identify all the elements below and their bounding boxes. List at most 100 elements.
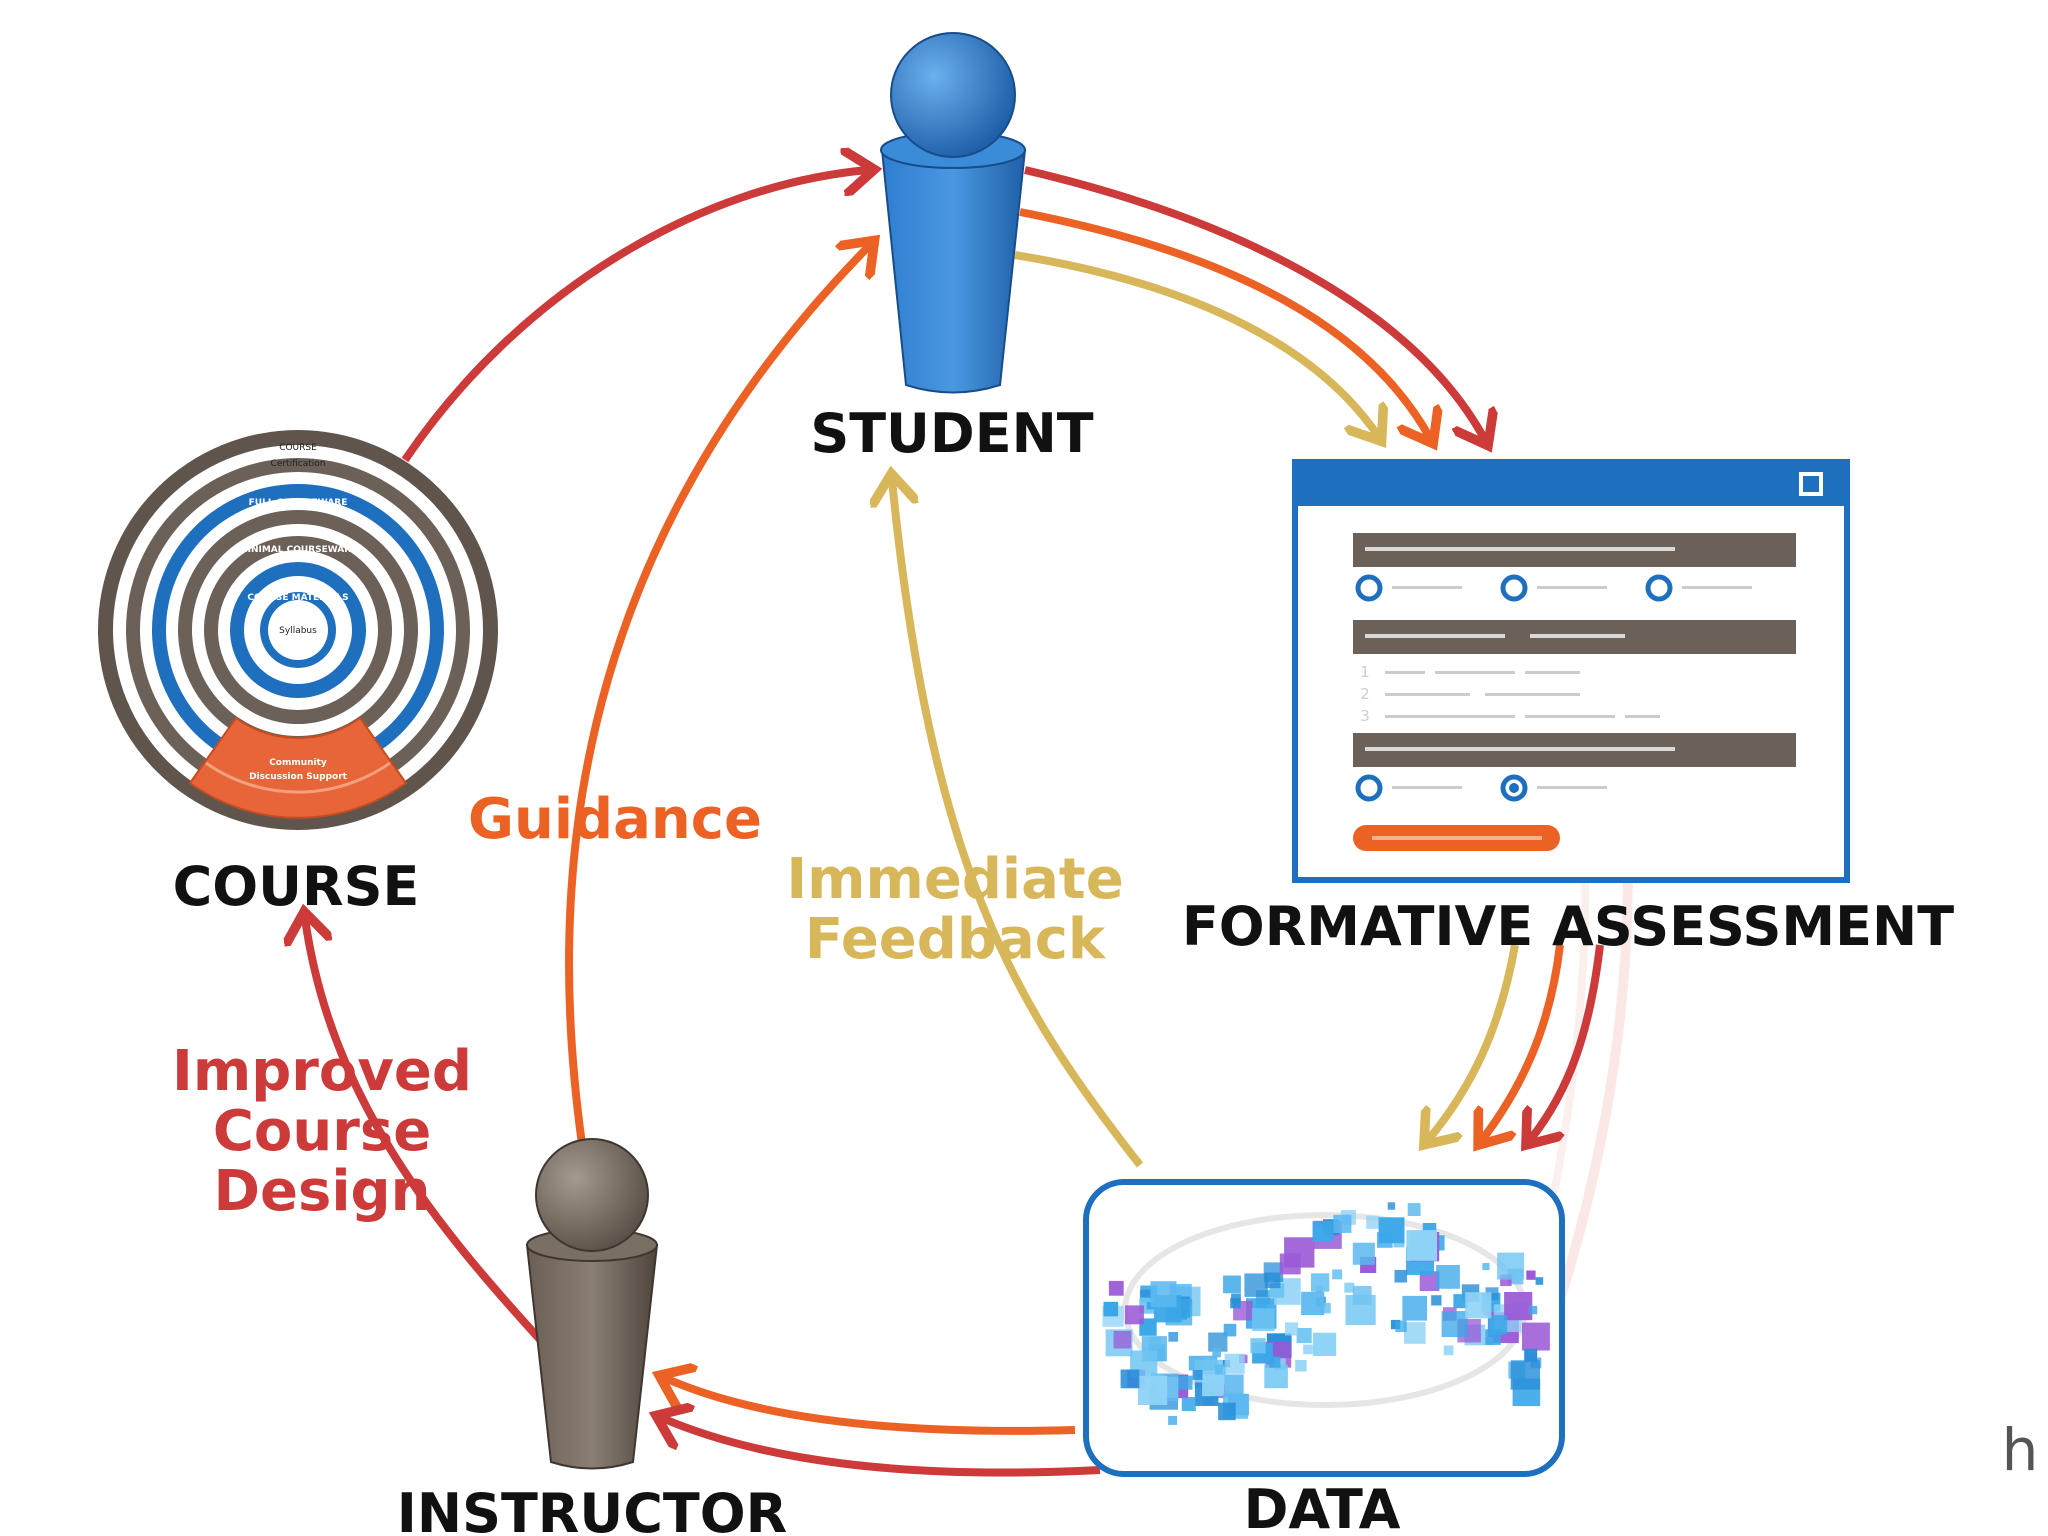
watermark-fragment: h xyxy=(2002,1416,2039,1484)
data-point-square xyxy=(1223,1275,1241,1294)
data-point-square xyxy=(1535,1277,1544,1285)
data-point-square xyxy=(1320,1302,1331,1314)
data-point-square xyxy=(1312,1332,1337,1356)
data-point-square xyxy=(1192,1370,1203,1380)
data-point-square xyxy=(1202,1374,1225,1397)
data-point-square xyxy=(1279,1253,1301,1275)
radio-option xyxy=(1645,574,1673,602)
data-point-square xyxy=(1378,1217,1405,1244)
data-point-square xyxy=(1482,1263,1490,1271)
data-point-square xyxy=(1522,1322,1550,1351)
assessment-titlebar xyxy=(1295,462,1847,506)
data-point-square xyxy=(1168,1332,1179,1342)
arrow-assessment-to-data-red xyxy=(1530,944,1604,1140)
arrow-student-to-assessment-gold xyxy=(1014,251,1378,436)
data-point-square xyxy=(1487,1315,1508,1335)
list-number-2: 2 xyxy=(1360,685,1370,703)
data-point-square xyxy=(1103,1301,1119,1317)
data-point-square xyxy=(1453,1294,1468,1309)
student-head xyxy=(890,32,1016,158)
arrow-course-to-student xyxy=(401,170,868,463)
ring-course-materials-text: COURSE MATERIALS xyxy=(247,593,348,603)
data-point-square xyxy=(1526,1270,1536,1280)
list-number-1: 1 xyxy=(1360,663,1370,681)
data-point-square xyxy=(1436,1265,1460,1289)
data-point-square xyxy=(1296,1328,1312,1344)
student-body xyxy=(880,149,1027,394)
ring-course-text: COURSE xyxy=(279,443,317,453)
improved-design-label-line3: Design xyxy=(214,1159,431,1224)
instructor-head xyxy=(535,1138,649,1252)
data-point-square xyxy=(1528,1305,1538,1315)
data-point-square xyxy=(1431,1295,1442,1306)
data-point-square xyxy=(1402,1295,1428,1321)
data-point-square xyxy=(1332,1269,1343,1280)
arrow-assessment-to-data-gold xyxy=(1428,944,1519,1140)
data-point-square xyxy=(1139,1289,1152,1302)
arrow-student-to-assessment-red xyxy=(1024,166,1485,440)
data-point-square xyxy=(1269,1356,1281,1368)
data-point-square xyxy=(1352,1242,1375,1265)
data-point-square xyxy=(1264,1364,1288,1389)
data-scatter xyxy=(1102,1202,1550,1425)
data-point-square xyxy=(1510,1360,1540,1390)
ring-community-text-2: Discussion Support xyxy=(249,772,348,782)
data-point-square xyxy=(1218,1402,1236,1421)
window-maximize-icon xyxy=(1799,472,1823,496)
data-box xyxy=(1083,1179,1565,1477)
data-point-square xyxy=(1345,1294,1376,1326)
data-point-square xyxy=(1312,1221,1333,1242)
data-point-square xyxy=(1465,1292,1492,1319)
data-point-square xyxy=(1333,1214,1352,1233)
instructor-label: INSTRUCTOR xyxy=(397,1482,787,1536)
data-point-square xyxy=(1395,1320,1407,1332)
data-point-square xyxy=(1113,1330,1132,1349)
data-point-square xyxy=(1220,1374,1244,1398)
student-figure xyxy=(880,32,1027,394)
radio-option xyxy=(1355,574,1383,602)
data-point-square xyxy=(1504,1292,1533,1321)
ring-community-text-1: Community xyxy=(269,758,327,768)
data-point-square xyxy=(1311,1273,1330,1292)
data-point-square xyxy=(1230,1297,1241,1309)
course-rings-icon xyxy=(98,430,498,830)
data-point-square xyxy=(1168,1415,1178,1425)
data-point-square xyxy=(1366,1215,1380,1229)
arrow-improved-design xyxy=(305,918,548,1348)
data-point-square xyxy=(1138,1375,1168,1405)
data-point-square xyxy=(1301,1291,1325,1315)
data-label: DATA xyxy=(1244,1478,1401,1536)
data-point-square xyxy=(1125,1305,1144,1325)
data-point-square xyxy=(1208,1332,1228,1352)
data-point-square xyxy=(1441,1311,1468,1338)
arrow-immediate-feedback xyxy=(892,480,1144,1168)
arrow-guidance xyxy=(565,245,870,1166)
data-point-square xyxy=(1443,1345,1454,1356)
ring-full-courseware-text: FULL COURSEWARE xyxy=(249,498,348,508)
data-point-square xyxy=(1150,1281,1177,1308)
improved-design-label-line2: Course xyxy=(213,1099,431,1164)
guidance-label: Guidance xyxy=(468,787,762,852)
data-point-square xyxy=(1407,1203,1421,1216)
course-label: COURSE xyxy=(173,855,420,918)
arrow-assessment-to-data-orange xyxy=(1482,944,1564,1140)
data-point-square xyxy=(1387,1202,1396,1210)
data-point-square xyxy=(1251,1308,1275,1331)
data-point-square xyxy=(1146,1302,1154,1310)
data-point-square xyxy=(1178,1375,1193,1390)
data-point-square xyxy=(1181,1397,1196,1412)
data-point-square xyxy=(1295,1360,1307,1372)
arrow-data-to-instructor-orange xyxy=(665,1378,1076,1435)
student-label: STUDENT xyxy=(810,402,1093,465)
improved-design-label-line1: Improved xyxy=(172,1039,472,1104)
arrow-data-to-instructor-red xyxy=(662,1418,1101,1477)
community-sector xyxy=(188,716,408,819)
data-point-square xyxy=(1250,1338,1266,1354)
immediate-feedback-label-line1: Immediate xyxy=(786,847,1123,912)
data-point-square xyxy=(1223,1323,1237,1337)
data-point-square xyxy=(1497,1252,1525,1280)
ring-syllabus-text: Syllabus xyxy=(279,626,317,636)
data-point-square xyxy=(1524,1348,1538,1362)
instructor-figure xyxy=(525,1138,659,1470)
